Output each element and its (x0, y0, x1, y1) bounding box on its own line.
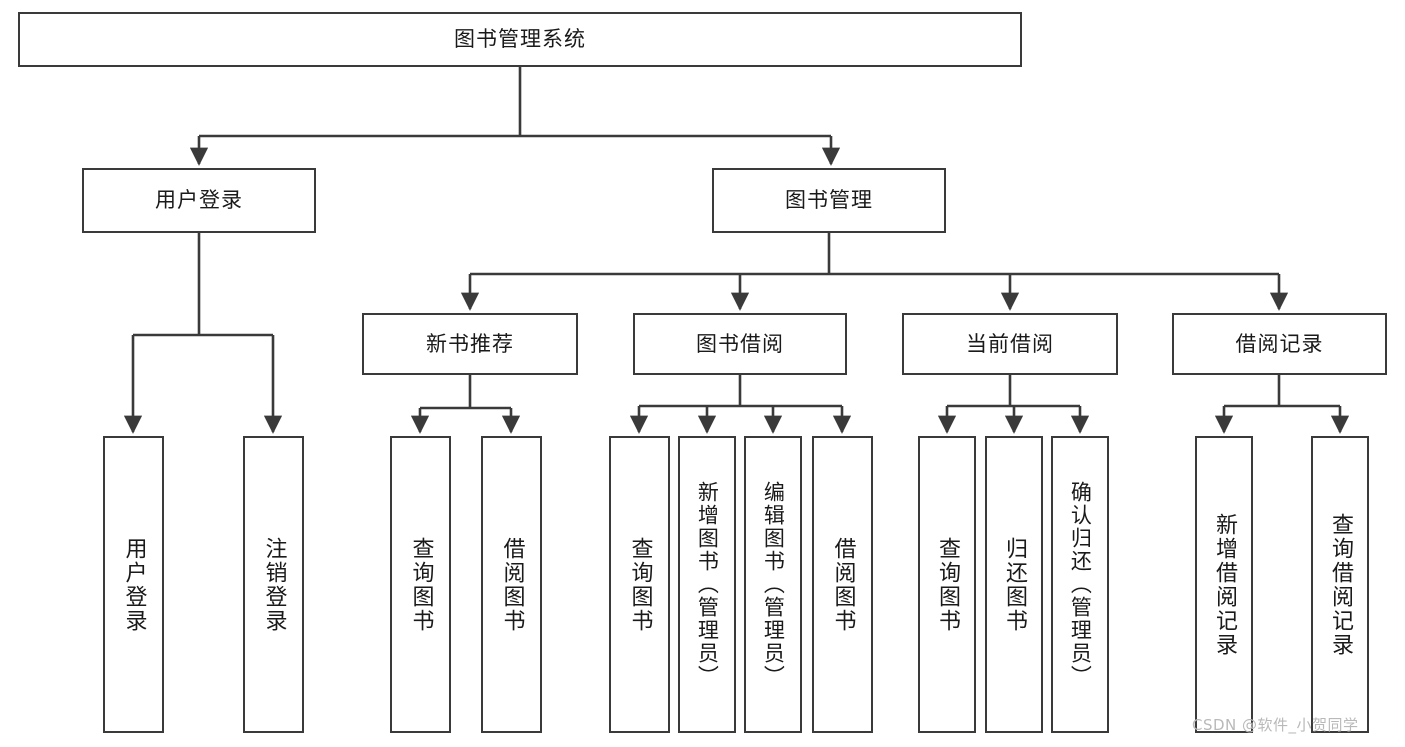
node-new-book-recommend-label: 新书推荐 (426, 331, 514, 356)
node-leaf-add-book-label: 新增图书（管理员） (695, 481, 720, 688)
node-user-login[interactable]: 用户登录 (82, 168, 316, 233)
node-leaf-query-book-rec-label: 查询图书 (408, 536, 434, 633)
node-leaf-borrow-book[interactable]: 借阅图书 (812, 436, 873, 733)
node-leaf-query-book-rec[interactable]: 查询图书 (390, 436, 451, 733)
node-leaf-query-record-label: 查询借阅记录 (1327, 512, 1353, 657)
node-leaf-add-record-label: 新增借阅记录 (1211, 512, 1237, 657)
node-borrow-records[interactable]: 借阅记录 (1172, 313, 1387, 375)
node-borrow-records-label: 借阅记录 (1235, 331, 1324, 356)
node-book-borrow[interactable]: 图书借阅 (633, 313, 847, 375)
node-leaf-query-book-borrow[interactable]: 查询图书 (609, 436, 670, 733)
node-leaf-borrow-book-label: 借阅图书 (830, 536, 856, 633)
node-user-login-label: 用户登录 (155, 188, 243, 213)
node-leaf-borrow-book-rec-label: 借阅图书 (499, 536, 525, 633)
node-leaf-query-record[interactable]: 查询借阅记录 (1311, 436, 1369, 733)
node-leaf-return-book-label: 归还图书 (1001, 536, 1027, 633)
node-leaf-add-record[interactable]: 新增借阅记录 (1195, 436, 1253, 733)
node-leaf-confirm-return[interactable]: 确认归还（管理员） (1051, 436, 1109, 733)
node-book-management[interactable]: 图书管理 (712, 168, 946, 233)
node-leaf-query-book-current-label: 查询图书 (934, 536, 960, 633)
node-book-management-label: 图书管理 (785, 188, 873, 213)
node-leaf-confirm-return-label: 确认归还（管理员） (1068, 481, 1093, 688)
node-leaf-query-book-borrow-label: 查询图书 (627, 536, 653, 633)
node-current-borrow[interactable]: 当前借阅 (902, 313, 1118, 375)
node-new-book-recommend[interactable]: 新书推荐 (362, 313, 578, 375)
node-book-borrow-label: 图书借阅 (696, 331, 784, 356)
node-current-borrow-label: 当前借阅 (966, 331, 1054, 356)
node-leaf-user-login-label: 用户登录 (121, 536, 147, 633)
node-leaf-edit-book[interactable]: 编辑图书（管理员） (744, 436, 802, 733)
node-leaf-borrow-book-rec[interactable]: 借阅图书 (481, 436, 542, 733)
csdn-watermark: CSDN @软件_小贺同学 (1192, 716, 1359, 734)
node-leaf-logout-label: 注销登录 (261, 536, 287, 633)
node-root-label: 图书管理系统 (454, 27, 586, 52)
node-leaf-query-book-current[interactable]: 查询图书 (918, 436, 976, 733)
node-root[interactable]: 图书管理系统 (18, 12, 1022, 67)
node-leaf-edit-book-label: 编辑图书（管理员） (761, 481, 786, 688)
node-leaf-return-book[interactable]: 归还图书 (985, 436, 1043, 733)
node-leaf-user-login[interactable]: 用户登录 (103, 436, 164, 733)
node-leaf-add-book[interactable]: 新增图书（管理员） (678, 436, 736, 733)
node-leaf-logout[interactable]: 注销登录 (243, 436, 304, 733)
